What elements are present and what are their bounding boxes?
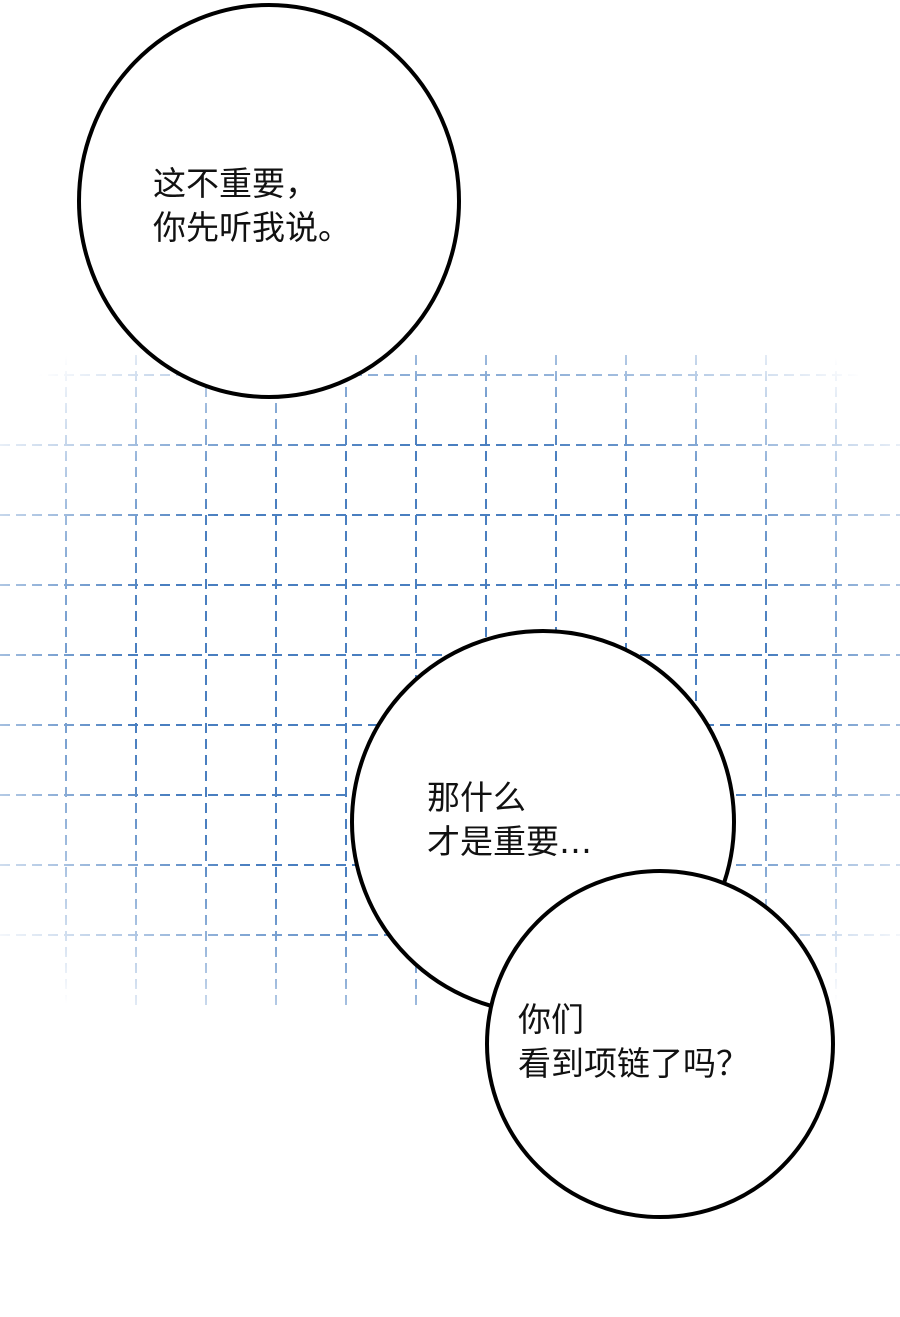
text-line: 才是重要… bbox=[427, 822, 592, 861]
text-line: 看到项链了吗？ bbox=[518, 1044, 749, 1083]
text-line: 你先听我说。 bbox=[153, 208, 351, 247]
bubble-3-text: 你们 看到项链了吗？ bbox=[518, 998, 749, 1086]
text-line: 你们 bbox=[518, 1000, 584, 1039]
bubble-2-text: 那什么 才是重要… bbox=[427, 776, 592, 864]
bubble-1-text: 这不重要， 你先听我说。 bbox=[153, 162, 351, 250]
speech-bubble-3 bbox=[485, 869, 835, 1219]
speech-bubble-1 bbox=[77, 3, 461, 399]
text-line: 那什么 bbox=[427, 778, 526, 817]
text-line: 这不重要， bbox=[153, 164, 318, 203]
